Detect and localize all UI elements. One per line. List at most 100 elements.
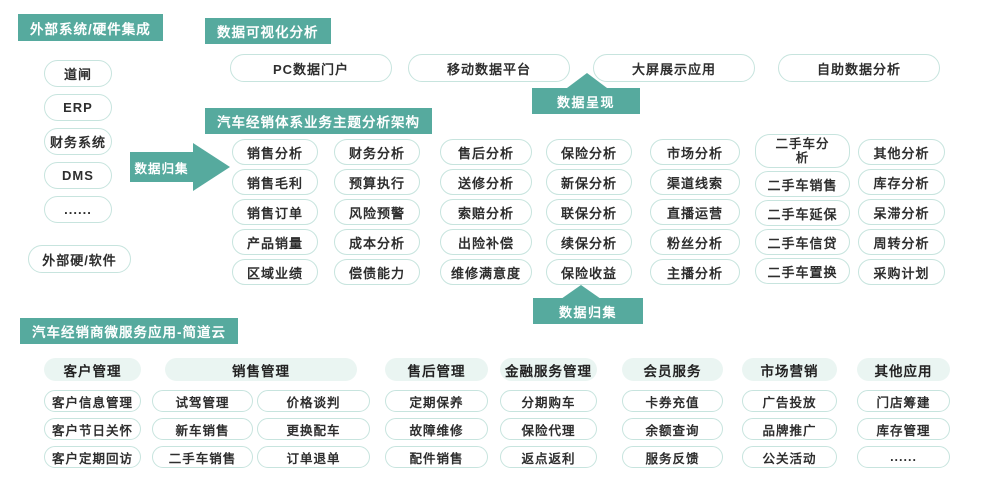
external-system-node: 财务系统: [44, 128, 112, 155]
app-group-label: 销售管理: [165, 358, 357, 381]
analysis-node: 直播运营: [650, 199, 740, 225]
app-group-other: 其他应用 门店筹建 库存管理 ......: [857, 358, 950, 468]
analysis-node: 联保分析: [546, 199, 632, 225]
app-group-label: 客户管理: [44, 358, 141, 381]
app-node: 试驾管理: [152, 390, 253, 412]
analysis-node: 财务分析: [334, 139, 420, 165]
app-group-label: 售后管理: [385, 358, 488, 381]
analysis-column-finance: 财务分析 预算执行 风险预警 成本分析 偿债能力: [334, 139, 420, 285]
external-system-node: 道闸: [44, 60, 112, 87]
app-group-sales: 销售管理 试驾管理 新车销售 二手车销售 价格谈判 更换配车 订单退单: [152, 358, 370, 468]
analysis-node: 二手车分析: [755, 134, 850, 168]
app-node: 配件销售: [385, 446, 488, 468]
arrow-right-icon: [193, 143, 230, 191]
app-group-label: 会员服务: [622, 358, 723, 381]
analysis-node: 维修满意度: [440, 259, 532, 285]
analysis-node: 二手车置换: [755, 258, 850, 284]
app-group-member: 会员服务 卡券充值 余额查询 服务反馈: [622, 358, 723, 468]
analysis-node: 销售毛利: [232, 169, 318, 195]
analysis-header: 汽车经销体系业务主题分析架构: [205, 108, 432, 134]
analysis-column-aftersales: 售后分析 送修分析 索赔分析 出险补偿 维修满意度: [440, 139, 532, 285]
app-node: 订单退单: [257, 446, 370, 468]
viz-node: 自助数据分析: [778, 54, 940, 82]
external-system-node: ERP: [44, 94, 112, 121]
analysis-column-market: 市场分析 渠道线索 直播运营 粉丝分析 主播分析: [650, 139, 740, 285]
data-present-tag: 数据呈现: [532, 88, 640, 114]
analysis-node: 销售订单: [232, 199, 318, 225]
analysis-node: 索赔分析: [440, 199, 532, 225]
app-group-label: 其他应用: [857, 358, 950, 381]
external-system-node: ......: [44, 196, 112, 223]
viz-header: 数据可视化分析: [205, 18, 331, 44]
arrow-up-icon: [561, 285, 601, 299]
analysis-node: 预算执行: [334, 169, 420, 195]
analysis-node: 市场分析: [650, 139, 740, 165]
data-collect-arrow-label: 数据归集: [130, 152, 193, 182]
app-node: 品牌推广: [742, 418, 837, 440]
arrow-up-icon: [567, 73, 607, 88]
analysis-node: 库存分析: [858, 169, 945, 195]
analysis-node: 其他分析: [858, 139, 945, 165]
app-node: 返点返利: [500, 446, 597, 468]
external-systems-list: 道闸 ERP 财务系统 DMS ......: [44, 60, 112, 223]
app-node: 客户信息管理: [44, 390, 141, 412]
analysis-node: 二手车销售: [755, 171, 850, 197]
apps-header: 汽车经销商微服务应用-简道云: [20, 318, 238, 344]
app-node: 余额查询: [622, 418, 723, 440]
viz-node: 大屏展示应用: [593, 54, 755, 82]
analysis-node: 送修分析: [440, 169, 532, 195]
app-node: ......: [857, 446, 950, 468]
app-group-finance-service: 金融服务管理 分期购车 保险代理 返点返利: [500, 358, 597, 468]
app-node: 价格谈判: [257, 390, 370, 412]
viz-node: 移动数据平台: [408, 54, 570, 82]
app-group-aftersales: 售后管理 定期保养 故障维修 配件销售: [385, 358, 488, 468]
analysis-node: 粉丝分析: [650, 229, 740, 255]
analysis-node: 采购计划: [858, 259, 945, 285]
app-node: 服务反馈: [622, 446, 723, 468]
app-node: 卡券充值: [622, 390, 723, 412]
app-node: 分期购车: [500, 390, 597, 412]
analysis-node: 偿债能力: [334, 259, 420, 285]
app-node: 新车销售: [152, 418, 253, 440]
app-group-label: 市场营销: [742, 358, 837, 381]
analysis-node: 续保分析: [546, 229, 632, 255]
analysis-node: 成本分析: [334, 229, 420, 255]
analysis-node: 新保分析: [546, 169, 632, 195]
analysis-node: 出险补偿: [440, 229, 532, 255]
app-group-customer: 客户管理 客户信息管理 客户节日关怀 客户定期回访: [44, 358, 141, 468]
analysis-node: 风险预警: [334, 199, 420, 225]
data-collect-tag: 数据归集: [533, 298, 643, 324]
app-node: 公关活动: [742, 446, 837, 468]
analysis-column-usedcar: 二手车分析 二手车销售 二手车延保 二手车信贷 二手车置换: [755, 134, 850, 284]
external-hw-sw-node: 外部硬/软件: [28, 245, 131, 273]
analysis-node: 产品销量: [232, 229, 318, 255]
app-group-marketing: 市场营销 广告投放 品牌推广 公关活动: [742, 358, 837, 468]
app-node: 故障维修: [385, 418, 488, 440]
app-node: 库存管理: [857, 418, 950, 440]
external-system-node: DMS: [44, 162, 112, 189]
app-node: 二手车销售: [152, 446, 253, 468]
analysis-node: 主播分析: [650, 259, 740, 285]
analysis-node: 区域业绩: [232, 259, 318, 285]
analysis-node: 二手车延保: [755, 200, 850, 226]
analysis-node: 售后分析: [440, 139, 532, 165]
analysis-node: 周转分析: [858, 229, 945, 255]
app-node: 广告投放: [742, 390, 837, 412]
app-node: 客户定期回访: [44, 446, 141, 468]
analysis-node: 保险分析: [546, 139, 632, 165]
analysis-node: 二手车信贷: [755, 229, 850, 255]
app-group-label: 金融服务管理: [500, 358, 597, 381]
analysis-column-insurance: 保险分析 新保分析 联保分析 续保分析 保险收益: [546, 139, 632, 285]
analysis-node: 渠道线索: [650, 169, 740, 195]
app-node: 门店筹建: [857, 390, 950, 412]
analysis-column-sales: 销售分析 销售毛利 销售订单 产品销量 区域业绩: [232, 139, 318, 285]
app-node: 客户节日关怀: [44, 418, 141, 440]
app-node: 定期保养: [385, 390, 488, 412]
analysis-column-other: 其他分析 库存分析 呆滞分析 周转分析 采购计划: [858, 139, 945, 285]
external-systems-header: 外部系统/硬件集成: [18, 14, 163, 41]
analysis-node: 呆滞分析: [858, 199, 945, 225]
app-node: 更换配车: [257, 418, 370, 440]
analysis-node: 保险收益: [546, 259, 632, 285]
analysis-node: 销售分析: [232, 139, 318, 165]
